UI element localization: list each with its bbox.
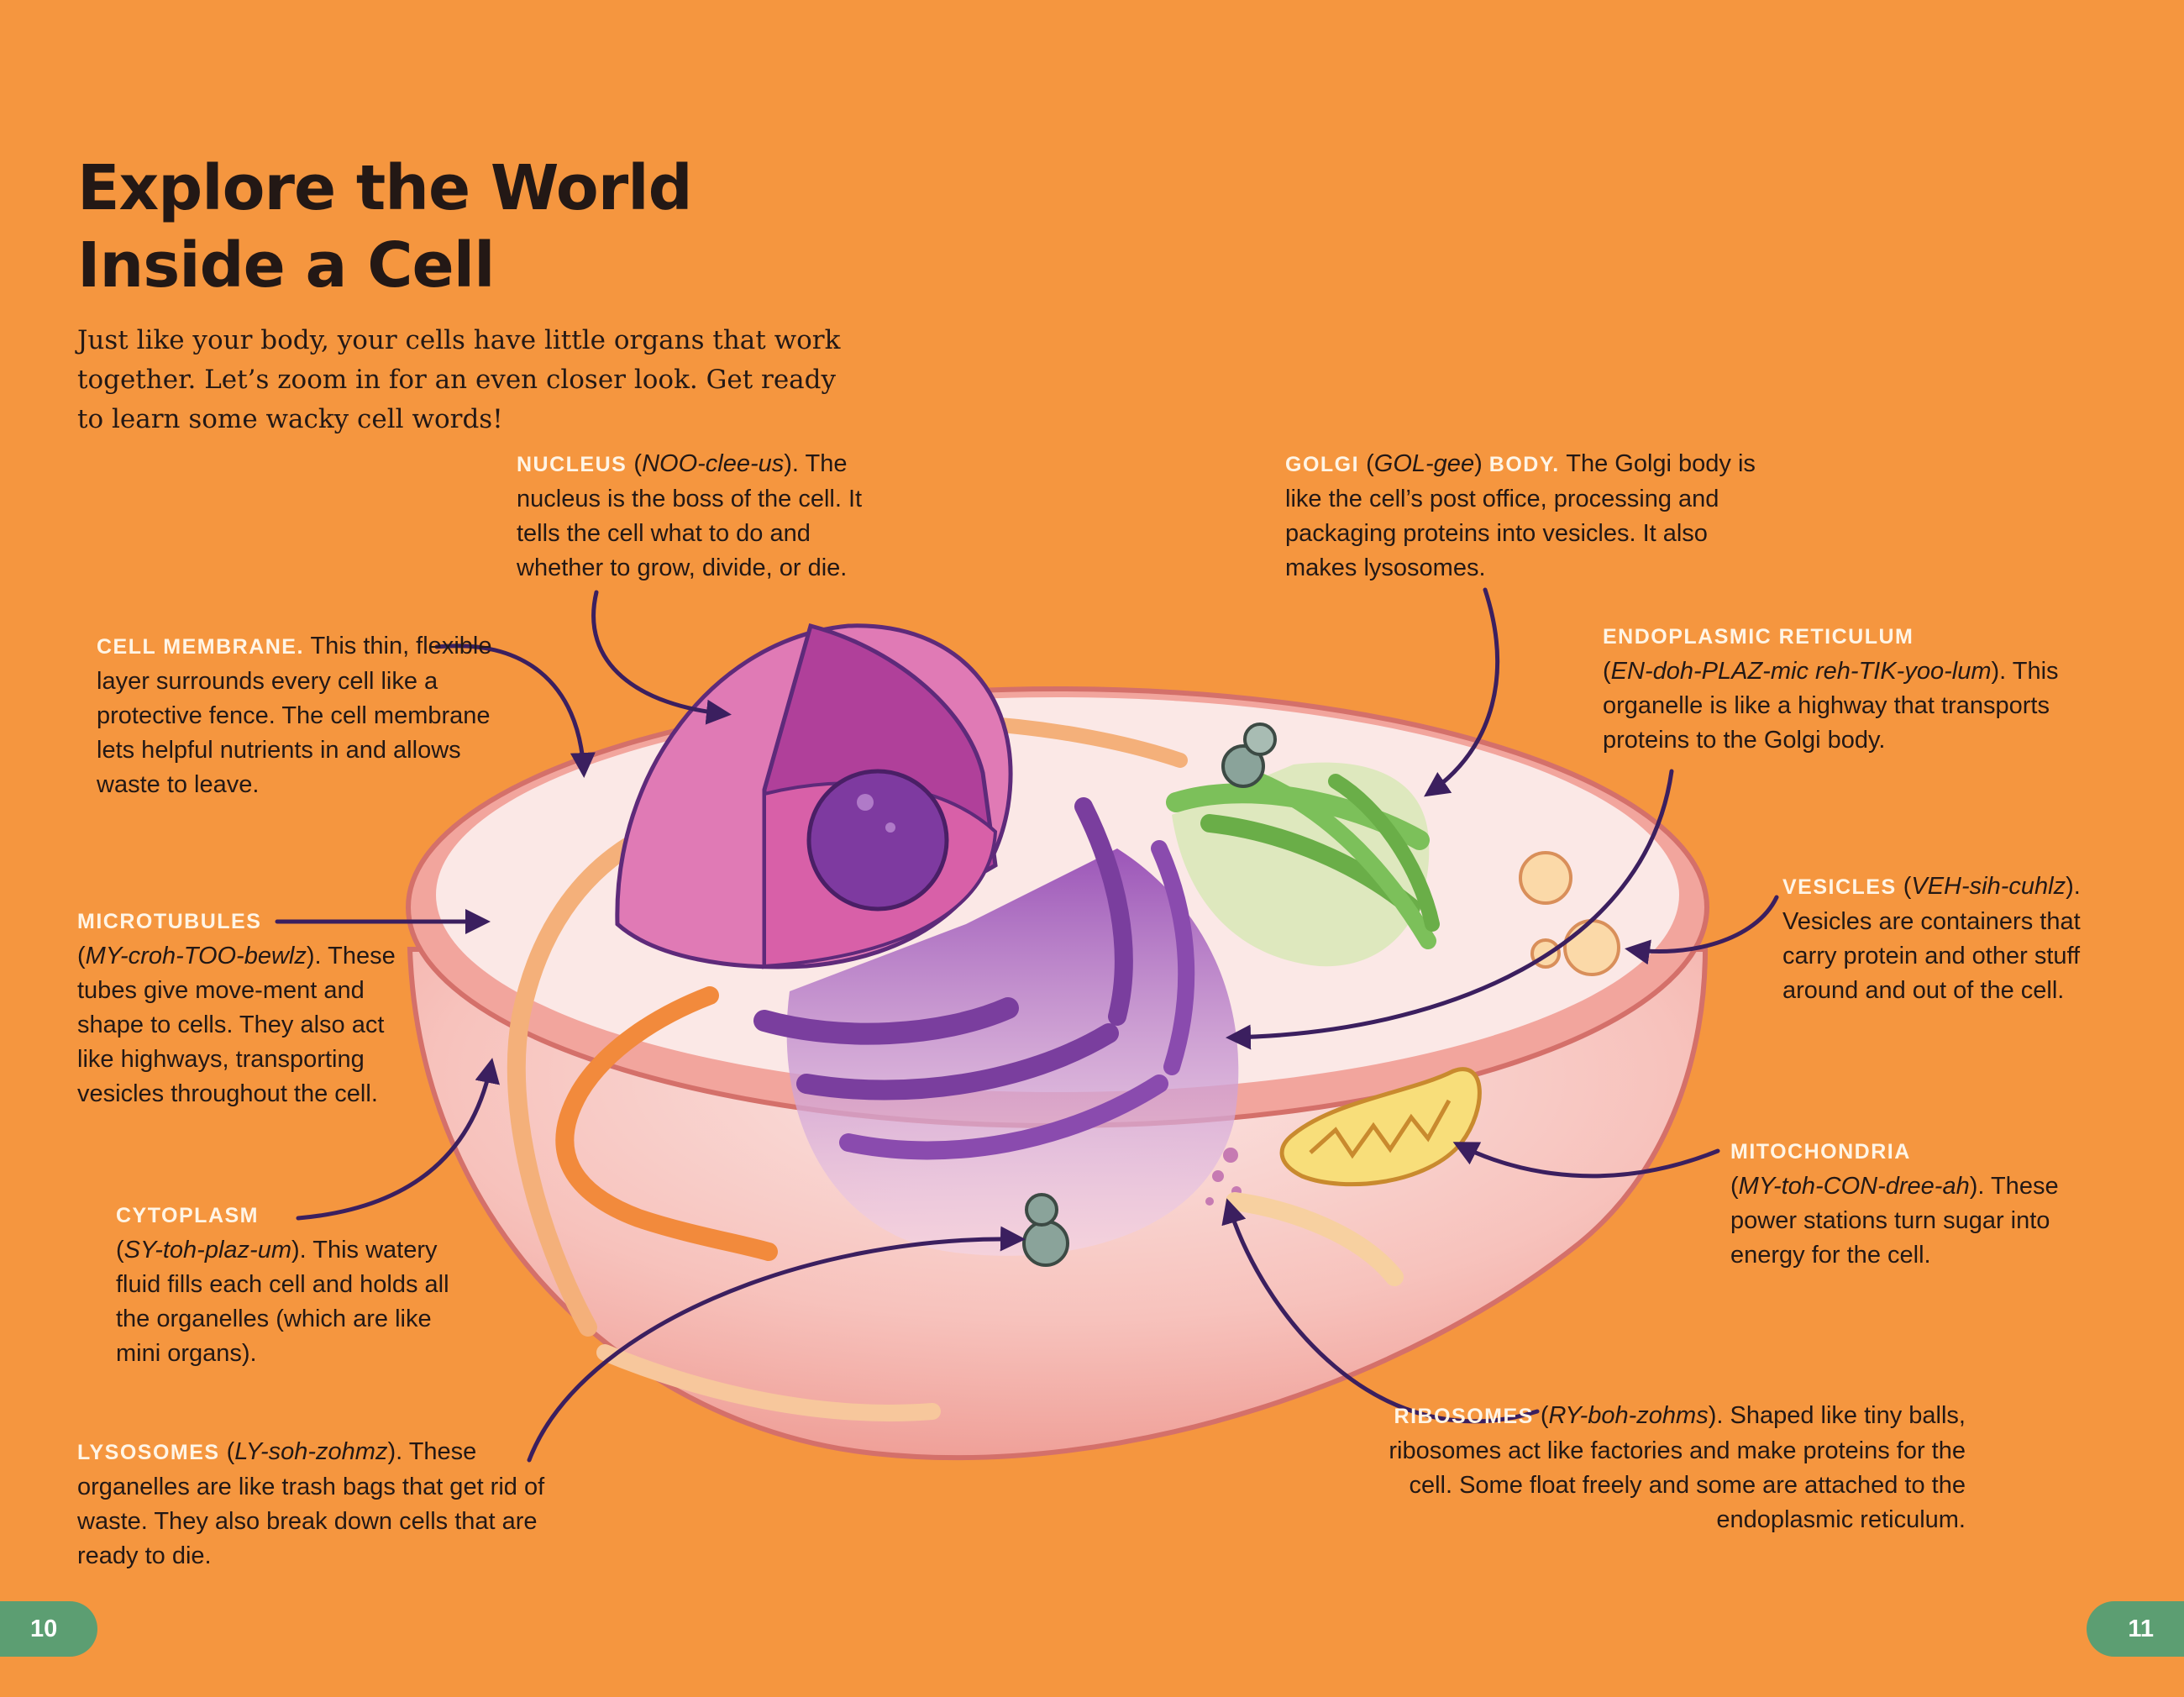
arrow-membrane xyxy=(434,644,596,778)
desc-er: This organelle is like a highway that tr… xyxy=(1603,658,2059,754)
pron-mitochondria: MY-toh-CON-dree-ah xyxy=(1738,1173,1970,1200)
label-golgi: GOLGI (GOL-gee) BODY. The Golgi body is … xyxy=(1285,450,1756,581)
desc-vesicles: Vesicles are containers that carry prote… xyxy=(1782,908,2081,1004)
arrow-golgi xyxy=(1424,587,1499,797)
label-endoplasmic-reticulum: ENDOPLASMIC RETICULUM(EN-doh-PLAZ-mic re… xyxy=(1603,625,2059,754)
arrow-lysosomes xyxy=(527,1226,1026,1463)
mitochondria xyxy=(1226,1067,1482,1286)
pron-ribosomes: RY-boh-zohms xyxy=(1548,1402,1709,1429)
desc-cytoplasm: This watery fluid fills each cell and ho… xyxy=(116,1237,449,1367)
pron-er: EN-doh-PLAZ-mic reh-TIK-yoo-lum xyxy=(1610,658,1992,685)
term-mitochondria: MITOCHONDRIA xyxy=(1730,1140,1911,1164)
label-lysosomes: LYSOSOMES (LY-soh-zohmz). These organell… xyxy=(77,1438,545,1569)
pron-vesicles: VEH-sih-cuhlz xyxy=(1911,873,2066,900)
page-title-line-2: Inside a Cell xyxy=(77,229,495,302)
label-cell-membrane: CELL MEMBRANE. This thin, flexible layer… xyxy=(97,629,500,802)
term-lysosomes: LYSOSOMES xyxy=(77,1441,220,1464)
arrow-er xyxy=(1226,769,1674,1050)
label-ribosomes: RIBOSOMES (RY-boh-zohms). Shaped like ti… xyxy=(1389,1402,1966,1533)
nucleus xyxy=(615,623,1013,969)
term-nucleus: NUCLEUS xyxy=(517,453,627,476)
lysosomes xyxy=(1022,722,1277,1267)
page-title-line-1: Explore the World xyxy=(77,152,693,224)
endoplasmic-reticulum xyxy=(753,797,1239,1256)
term-ribosomes: RIBOSOMES xyxy=(1394,1405,1534,1428)
page-title: Explore the World Inside a Cell xyxy=(77,150,693,304)
desc-ribosomes: Shaped like tiny balls, ribosomes act li… xyxy=(1389,1402,1966,1533)
label-vesicles: VESICLES (VEH-sih-cuhlz). Vesicles are c… xyxy=(1782,873,2081,1004)
term-cell-membrane: CELL MEMBRANE. xyxy=(97,635,304,659)
pron-golgi: GOL-gee xyxy=(1373,450,1475,477)
desc-lysosomes: These organelles are like trash bags tha… xyxy=(77,1438,545,1569)
label-mitochondria: MITOCHONDRIA(MY-toh-CON-dree-ah). These … xyxy=(1730,1140,2059,1269)
pron-lysosomes: LY-soh-zohmz xyxy=(234,1438,388,1465)
golgi-body xyxy=(1166,762,1440,967)
term-golgi-body: BODY. xyxy=(1488,453,1560,476)
page-number-left: 10 xyxy=(0,1601,97,1657)
term-microtubules: MICROTUBULES xyxy=(77,910,262,933)
label-microtubules: MICROTUBULES(MY-croh-TOO-bewlz). These t… xyxy=(77,910,396,1107)
pron-cytoplasm: SY-toh-plaz-um xyxy=(123,1237,291,1264)
arrow-mitochondria xyxy=(1452,1142,1720,1179)
term-golgi: GOLGI xyxy=(1285,453,1360,476)
term-vesicles: VESICLES xyxy=(1782,875,1897,899)
pron-microtubules: MY-croh-TOO-bewlz xyxy=(85,943,307,969)
arrow-nucleus xyxy=(591,590,732,725)
arrow-ribosomes xyxy=(1221,1198,1540,1424)
desc-nucleus: The nucleus is the boss of the cell. It … xyxy=(517,450,863,581)
term-cytoplasm: CYTOPLASM xyxy=(116,1204,259,1227)
desc-microtubules: These tubes give move-ment and shape to … xyxy=(77,943,396,1107)
label-cytoplasm: CYTOPLASM(SY-toh-plaz-um). This watery f… xyxy=(116,1204,449,1367)
desc-cell-membrane: This thin, flexible layer surrounds ever… xyxy=(97,633,492,798)
page-number-right: 11 xyxy=(2087,1601,2184,1657)
term-er: ENDOPLASMIC RETICULUM xyxy=(1603,625,1914,649)
desc-mitochondria: These power stations turn sugar into ene… xyxy=(1730,1173,2059,1269)
leader-arrows xyxy=(275,587,1779,1463)
microtubules xyxy=(507,715,1188,1421)
arrow-vesicles xyxy=(1625,895,1779,965)
desc-golgi: The Golgi body is like the cell’s post o… xyxy=(1285,450,1756,581)
arrow-cytoplasm xyxy=(296,1058,500,1221)
pron-nucleus: NOO-clee-us xyxy=(642,450,785,477)
intro-paragraph: Just like your body, your cells have lit… xyxy=(77,325,841,434)
label-nucleus: NUCLEUS (NOO-clee-us). The nucleus is th… xyxy=(517,450,863,581)
